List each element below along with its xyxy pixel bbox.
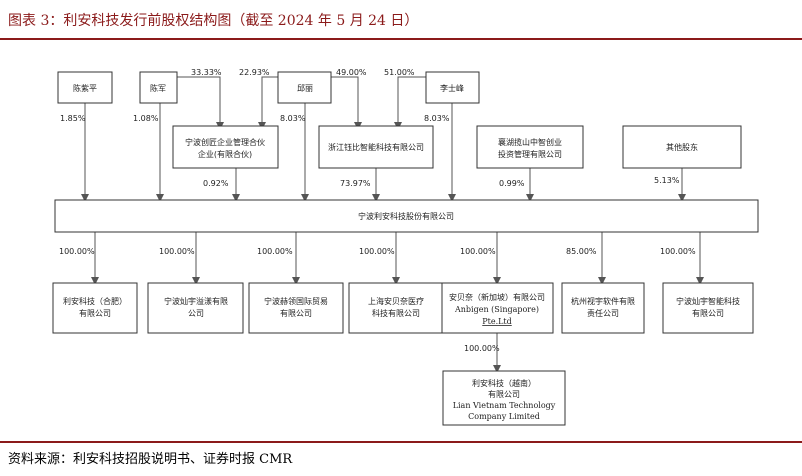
pct-li-yuke: 51.00% (384, 68, 415, 77)
label-company: 宁波利安科技股份有限公司 (358, 211, 454, 221)
subsidiary-shanghai: 上海安贝奈医疗 科技有限公司 (348, 282, 444, 334)
subsidiary-hangzhou: 杭州视宇软件有限 责任公司 (561, 282, 645, 334)
subsidiary-zhineng: 宁波灿宇智能科技 有限公司 (662, 282, 754, 334)
label-jinyuan-2: 投资管理有限公司 (498, 149, 562, 159)
label-shanghai-1: 上海安贝奈医疗 (368, 296, 424, 306)
label-singapore-1: 安贝奈（新加坡）有限公司 (449, 292, 545, 302)
pct-qiu-li: 8.03% (280, 114, 306, 123)
label-hangzhou-2: 责任公司 (587, 308, 619, 318)
pct-chen-jun: 1.08% (133, 114, 159, 123)
label-li-shifeng: 李士峰 (440, 83, 464, 93)
pct-vietnam: 100.00% (464, 344, 500, 353)
entity-jinyuan: 襄湖揽山中智创业 投资管理有限公司 (476, 125, 584, 169)
label-chen-fuping: 陈紫平 (73, 83, 97, 93)
label-jinyuan-1: 襄湖揽山中智创业 (498, 137, 562, 147)
label-vietnam-2: 有限公司 (488, 389, 520, 399)
label-singapore-2: Anbigen (Singapore) (454, 305, 539, 314)
label-qiu-li: 邱丽 (297, 84, 313, 93)
pct-chen-fuping: 1.85% (60, 114, 86, 123)
label-lixing-2: 公司 (188, 309, 204, 318)
label-guoji-2: 有限公司 (280, 308, 312, 318)
pct-zhineng: 100.00% (660, 247, 696, 256)
shareholder-chen-fuping: 陈紫平 (57, 71, 113, 104)
pct-qiuli-chuangjiang: 22.93% (239, 68, 270, 77)
label-chuangjiang-1: 宁波创匠企业管理合伙 (185, 137, 265, 147)
pct-chenjun-chuangjiang: 33.33% (191, 68, 222, 77)
entity-chuangjiang: 宁波创匠企业管理合伙 企业(有限合伙) (172, 125, 279, 169)
label-vietnam-1: 利安科技（越南） (472, 378, 536, 388)
label-lixing-1: 宁波灿宇溢漾有限 (164, 296, 228, 306)
entity-others: 其他股东 (622, 125, 742, 169)
label-hefei-2: 有限公司 (79, 308, 111, 318)
label-vietnam-4: Company Limited (468, 412, 540, 421)
label-yuke: 浙江钰比智能科技有限公司 (328, 142, 424, 152)
subsidiary-singapore: 安贝奈（新加坡）有限公司 Anbigen (Singapore) Pte.Ltd (441, 282, 554, 334)
pct-hefei: 100.00% (59, 247, 95, 256)
percentages: 1.85% 1.08% 33.33% 22.93% 8.03% 49.00% 5… (59, 68, 696, 353)
label-zhineng-1: 宁波灿宇智能科技 (676, 296, 740, 306)
pct-qiuli-yuke: 49.00% (336, 68, 367, 77)
line-li-yuke (394, 76, 426, 130)
label-guoji-1: 宁波赫领国际贸易 (264, 296, 328, 306)
source-note: 资料来源：利安科技招股说明书、证券时报 CMR (8, 452, 293, 467)
pct-chuangjiang: 0.92% (203, 179, 229, 188)
subsidiary-lixing: 宁波灿宇溢漾有限 公司 (147, 282, 244, 334)
top-divider (0, 38, 802, 40)
shareholder-qiu-li: 邱丽 (277, 71, 332, 104)
connectors (81, 76, 704, 373)
pct-shanghai: 100.00% (359, 247, 395, 256)
label-singapore-3: Pte.Ltd (482, 317, 512, 326)
pct-jinyuan: 0.99% (499, 179, 525, 188)
shareholder-li-shifeng: 李士峰 (425, 71, 480, 104)
label-others: 其他股东 (666, 142, 698, 152)
line-chenjun-chuangjiang (177, 76, 224, 130)
pct-guoji: 100.00% (257, 247, 293, 256)
entity-yuke: 浙江钰比智能科技有限公司 (318, 125, 434, 169)
shareholder-chen-jun: 陈军 (139, 71, 178, 104)
pct-others: 5.13% (654, 176, 680, 185)
label-hangzhou-1: 杭州视宇软件有限 (571, 296, 635, 306)
subsidiary-vietnam: 利安科技（越南） 有限公司 Lian Vietnam Technology Co… (442, 370, 566, 426)
subsidiary-hefei: 利安科技（合肥） 有限公司 (52, 282, 138, 334)
bottom-divider (0, 441, 802, 443)
label-chen-jun: 陈军 (150, 83, 166, 93)
pct-singapore: 100.00% (460, 247, 496, 256)
label-shanghai-2: 科技有限公司 (372, 308, 420, 318)
label-chuangjiang-2: 企业(有限合伙) (198, 149, 252, 159)
subsidiary-guoji: 宁波赫领国际贸易 有限公司 (248, 282, 344, 334)
label-hefei-1: 利安科技（合肥） (63, 296, 127, 306)
label-zhineng-2: 有限公司 (692, 308, 724, 318)
entity-company: 宁波利安科技股份有限公司 (54, 199, 759, 233)
page-title: 图表 3：利安科技发行前股权结构图（截至 2024 年 5 月 24 日） (8, 13, 419, 29)
pct-hangzhou: 85.00% (566, 247, 597, 256)
label-vietnam-3: Lian Vietnam Technology (453, 401, 556, 410)
pct-li-shifeng: 8.03% (424, 114, 450, 123)
line-qiuli-chuangjiang (258, 76, 278, 130)
pct-lixing: 100.00% (159, 247, 195, 256)
line-qiuli-yuke (331, 76, 362, 130)
pct-yuke: 73.97% (340, 179, 371, 188)
